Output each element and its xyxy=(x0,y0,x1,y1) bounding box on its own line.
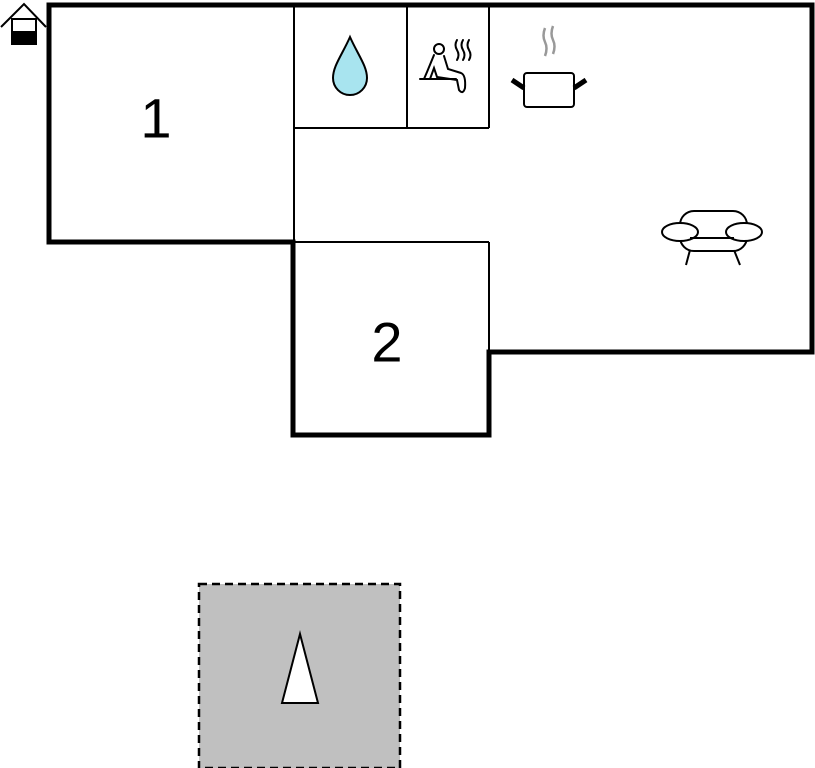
outer-walls xyxy=(46,2,815,438)
water-drop-icon xyxy=(331,34,369,96)
compass-north-icon xyxy=(280,630,320,704)
room-1-label: 1 xyxy=(140,86,172,150)
inner-walls xyxy=(293,5,490,352)
sofa-icon xyxy=(661,210,763,266)
cooking-pot-icon xyxy=(510,25,588,108)
room-2-label: 2 xyxy=(371,310,403,374)
sauna-icon xyxy=(419,39,472,94)
house-entrance-icon xyxy=(0,2,47,45)
